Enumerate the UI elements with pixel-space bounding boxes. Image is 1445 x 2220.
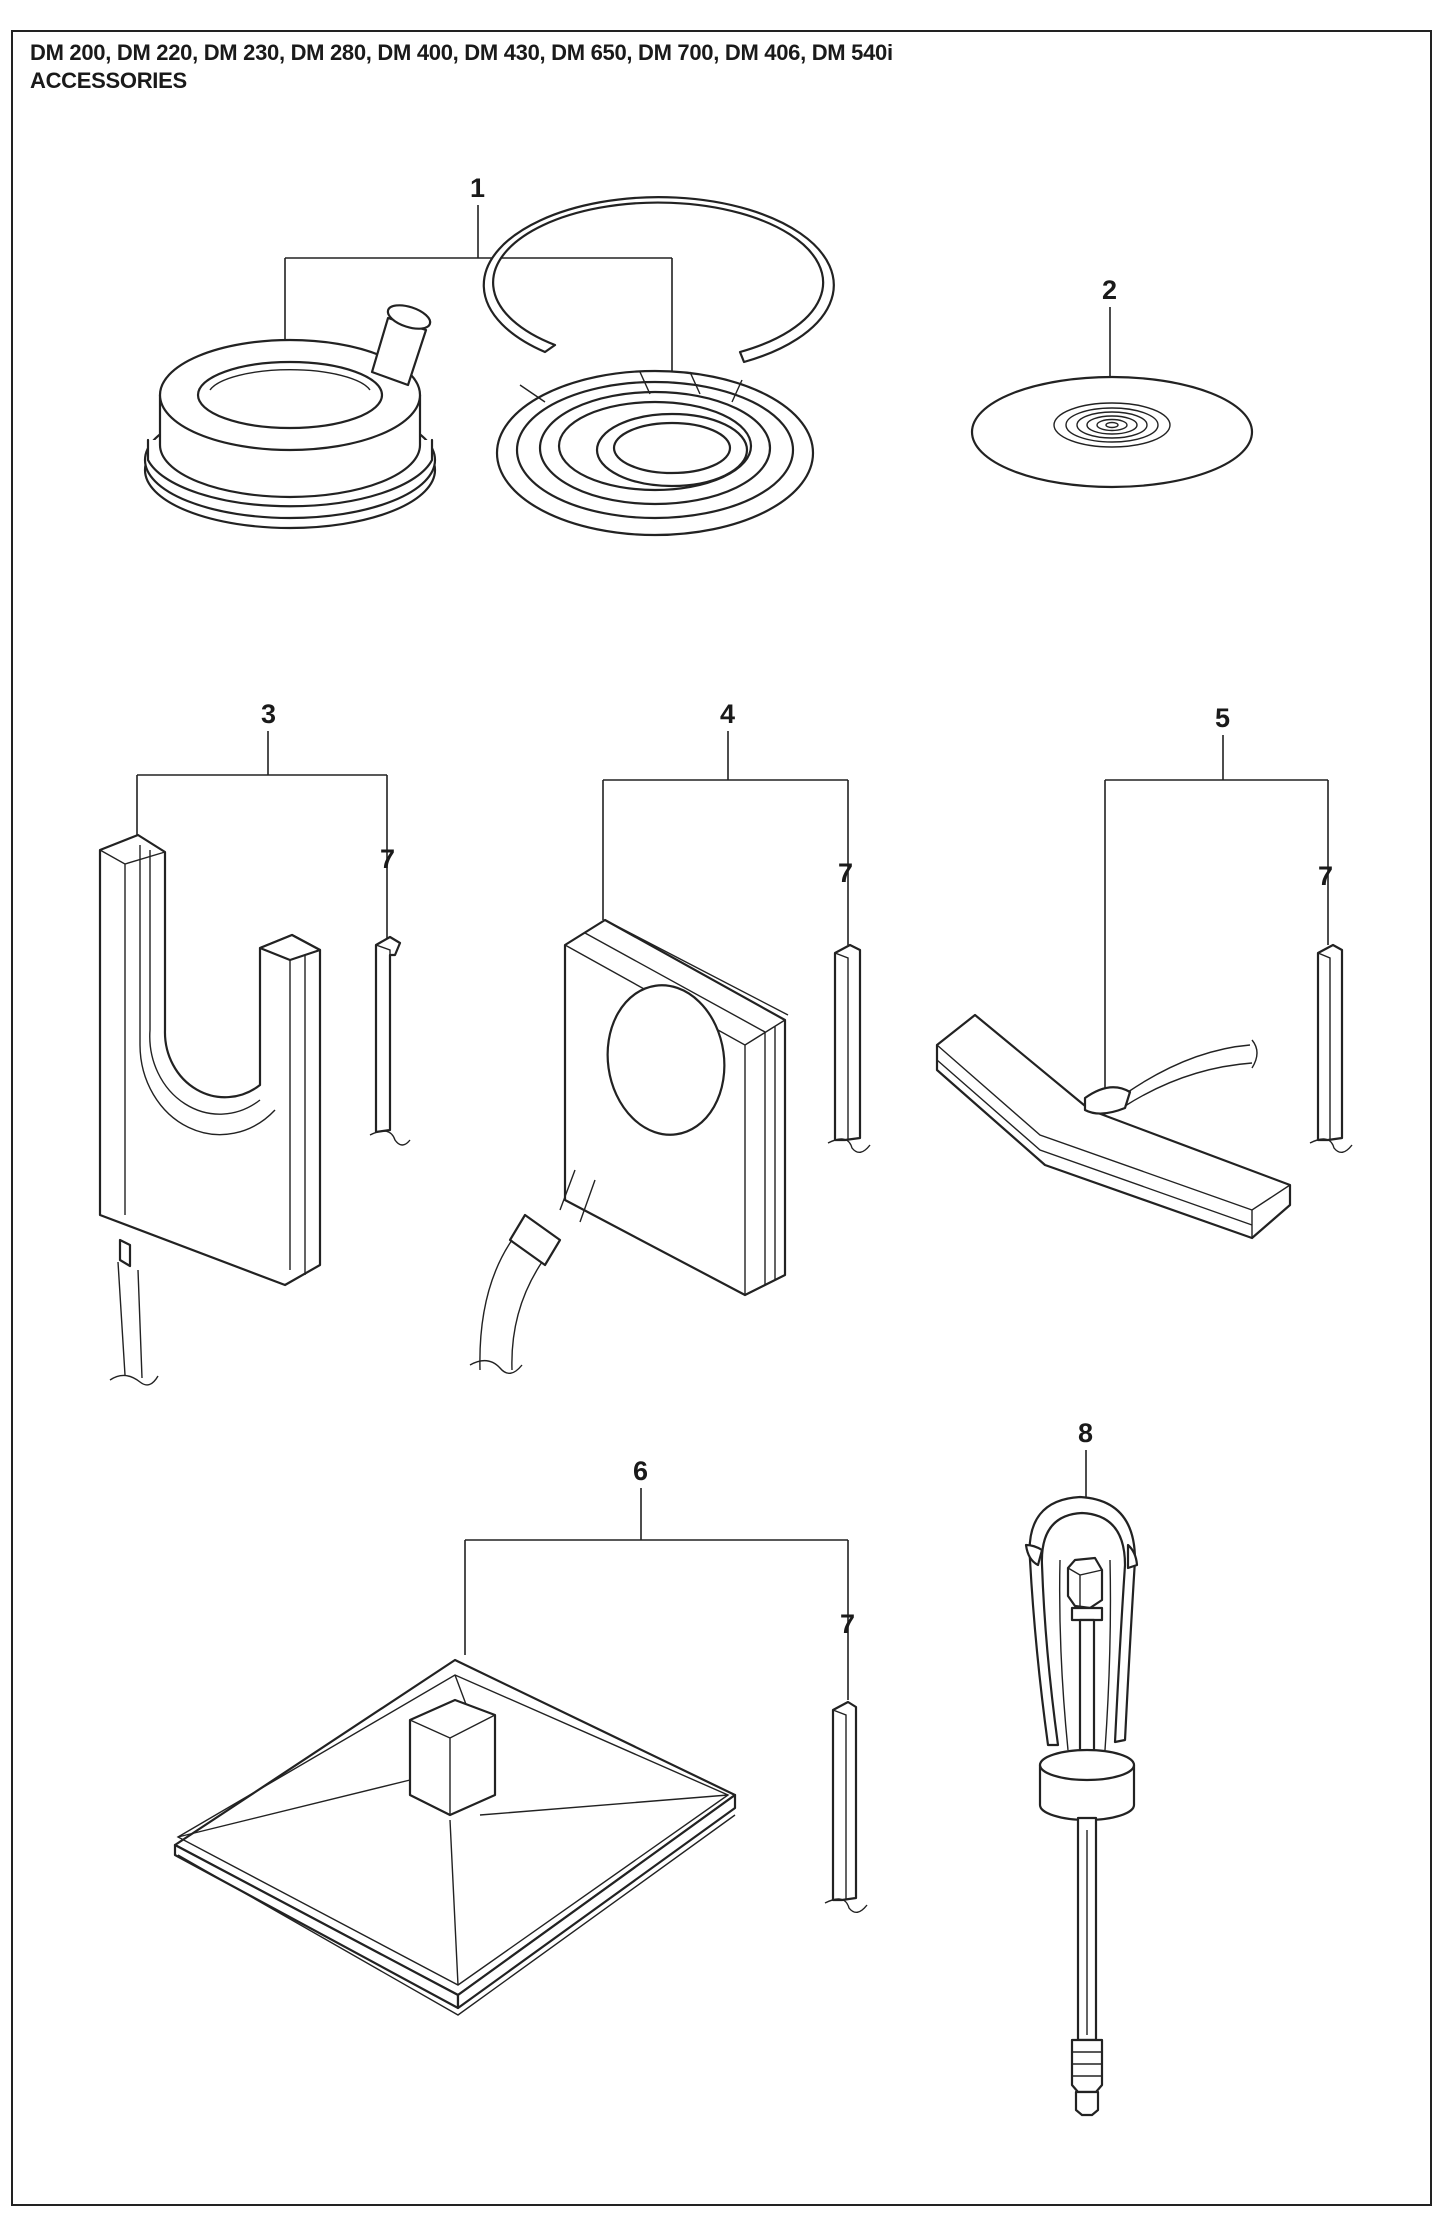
- square-collector-icon: [469, 918, 789, 1374]
- water-collector-ring-icon: [143, 304, 437, 530]
- callout-7d: 7: [840, 1609, 855, 1639]
- u-shaped-collector-icon: [98, 833, 322, 1386]
- rubber-strip-icon: [827, 943, 871, 1153]
- part-4-group: 4 7: [469, 699, 871, 1374]
- callout-4-leader: [602, 731, 849, 945]
- model-list-header: DM 200, DM 220, DM 230, DM 280, DM 400, …: [30, 40, 893, 65]
- rubber-strip-icon: [369, 935, 411, 1146]
- callout-4: 4: [720, 699, 735, 729]
- sealing-disc-icon: [970, 375, 1254, 489]
- callout-1: 1: [470, 173, 485, 203]
- part-2-group: 2: [970, 275, 1254, 489]
- rubber-rings-icon: [482, 196, 835, 537]
- callout-7a: 7: [380, 844, 395, 874]
- part-3-group: 3 7: [98, 699, 411, 1386]
- callout-8: 8: [1078, 1418, 1093, 1448]
- callout-1-leader: [284, 205, 673, 470]
- part-6-group: 6 7: [173, 1456, 868, 2016]
- callout-5-leader: [1104, 735, 1329, 1090]
- v-shaped-collector-icon: [935, 1013, 1292, 1240]
- section-title: ACCESSORIES: [30, 68, 187, 93]
- part-1-group: 1: [143, 173, 835, 537]
- diagram-frame: [11, 30, 1432, 2206]
- callout-3-leader: [136, 731, 388, 945]
- callout-7b: 7: [838, 858, 853, 888]
- rubber-strip-icon: [1309, 943, 1353, 1153]
- callout-7c: 7: [1318, 861, 1333, 891]
- callout-2: 2: [1102, 275, 1117, 305]
- pyramid-collector-icon: [173, 1658, 737, 2016]
- callout-6: 6: [633, 1456, 648, 1486]
- callout-3: 3: [261, 699, 276, 729]
- tensioning-tool-icon: [1024, 1495, 1139, 2117]
- part-5-group: 5 7: [935, 703, 1353, 1240]
- callout-5: 5: [1215, 703, 1230, 733]
- part-8-group: 8: [1024, 1418, 1139, 2117]
- rubber-strip-icon: [824, 1700, 868, 1913]
- callout-6-leader: [464, 1488, 849, 1700]
